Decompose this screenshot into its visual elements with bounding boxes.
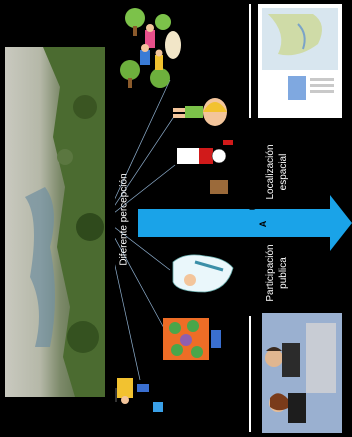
map-screenshot [258, 4, 342, 118]
landscape-photo [5, 47, 105, 397]
gardener-icon [163, 318, 221, 360]
skier-icon [169, 140, 233, 194]
clipart-column [115, 8, 234, 412]
child-icon [173, 98, 227, 126]
children-group-icon [120, 8, 181, 88]
divider-line-bottom [249, 316, 251, 432]
perception-label: Diferente percepción [118, 173, 130, 266]
participacion-label: Participación publica [265, 244, 289, 302]
localizacion-label: Localización espacial [265, 144, 289, 200]
camper-icon [172, 254, 234, 293]
arrow-icon [138, 195, 352, 251]
people-photo [262, 313, 342, 433]
divider-line-top [249, 4, 251, 118]
hiker-icon [115, 378, 163, 412]
